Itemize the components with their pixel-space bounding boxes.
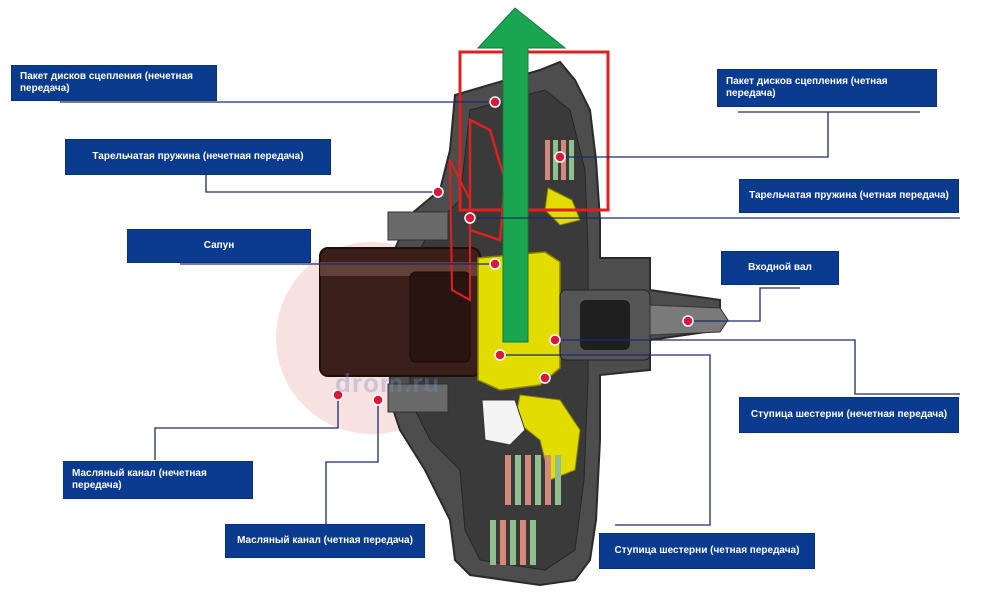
marker-oil-channel-odd: [332, 389, 344, 401]
spline-gear: [387, 211, 449, 413]
label-oil-channel-odd: Масляный канал (нечетная передача): [64, 462, 252, 498]
marker-dots: [332, 96, 694, 406]
marker-hub-ring: [539, 372, 551, 384]
shaft-bore: [409, 271, 471, 363]
marker-oil-channel-even: [372, 394, 384, 406]
leader-lines: [60, 101, 960, 526]
flow-arrow-up: [476, 7, 567, 343]
gear-hub-upper: [544, 187, 581, 226]
marker-disc-spring-odd: [432, 186, 444, 198]
leader-disc-spring-odd: [205, 174, 438, 193]
clutch-plates-lower: [490, 455, 561, 565]
label-input-shaft: Входной вал: [722, 252, 838, 284]
marker-clutch-pack-odd: [489, 96, 501, 108]
shaft-right-bore: [580, 300, 630, 350]
leader-gear-hub-odd: [555, 339, 960, 395]
label-disc-spring-odd: Тарельчатая пружина (нечетная передача): [66, 140, 330, 174]
leader-oil-channel-odd: [154, 395, 339, 460]
label-oil-channel-even: Масляный канал (четная передача): [226, 525, 424, 557]
marker-clutch-pack-even: [554, 151, 566, 163]
marker-gear-hub-odd: [549, 334, 561, 346]
marker-disc-spring-even: [464, 212, 476, 224]
watermark: drom.ru: [335, 368, 441, 398]
label-clutch-pack-even: Пакет дисков сцепления (четная передача): [718, 70, 936, 106]
leader-clutch-pack-even: [560, 112, 829, 158]
leader-gear-hub-even: [500, 354, 711, 526]
label-clutch-pack-odd: Пакет дисков сцепления (нечетная передач…: [12, 66, 216, 100]
leader-input-shaft: [688, 287, 800, 322]
marker-gear-hub-even: [494, 349, 506, 361]
marker-input-shaft: [682, 315, 694, 327]
highlight-box: [458, 50, 610, 212]
label-disc-spring-even: Тарельчатая пружина (четная передача): [740, 180, 958, 212]
marker-breather: [489, 258, 501, 270]
label-gear-hub-even: Ступица шестерни (четная передача): [600, 534, 814, 568]
piston-odd-ring: [449, 159, 471, 302]
disc-spring-lower: [481, 399, 526, 446]
label-gear-hub-odd: Ступица шестерни (нечетная передача): [740, 398, 958, 432]
label-breather: Сапун: [128, 230, 310, 262]
